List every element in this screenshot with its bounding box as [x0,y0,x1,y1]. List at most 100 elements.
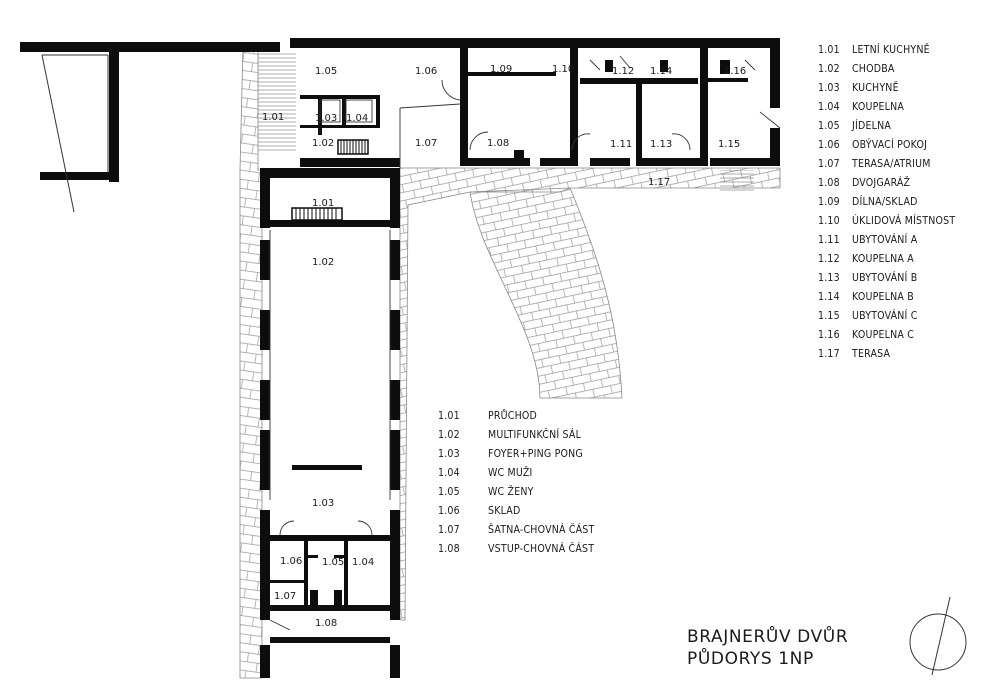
legend-room-number: 1.03 [818,82,840,94]
legend-row: 1.08 DVOJGARÁŽ [818,174,955,193]
room-label: 1.14 [650,66,672,77]
room-label: 1.15 [718,139,740,150]
legend-room-name: TERASA/ATRIUM [852,158,931,170]
room-label: 1.13 [650,139,672,150]
room-label: 1.06 [280,556,302,567]
room-label: 1.04 [352,557,374,568]
legend-room-name: DÍLNA/SKLAD [852,196,918,208]
legend-room-number: 1.11 [818,234,840,246]
room-label: 1.08 [315,618,337,629]
legend-room-number: 1.15 [818,310,840,322]
legend-room-number: 1.13 [818,272,840,284]
legend-row: 1.15 UBYTOVÁNÍ C [818,307,955,326]
paving-courtyard [399,167,781,621]
legend-row: 1.16 KOUPELNA C [818,326,955,345]
legend-room-number: 1.05 [438,486,460,498]
legend-room-name: JÍDELNA [852,120,891,132]
legend-row: 1.03 KUCHYNĚ [818,79,955,98]
south-wing-walls [260,168,400,678]
legend-row: 1.09 DÍLNA/SKLAD [818,193,955,212]
room-label: 1.17 [648,177,670,188]
room-label: 1.08 [487,138,509,149]
room-labels-south: 1.01 1.02 1.03 1.04 1.05 1.06 1.07 1.08 [274,198,374,629]
legend-row: 1.12 KOUPELNA A [818,250,955,269]
legend-room-name: LETNÍ KUCHYNĚ [852,44,930,56]
legend-room-name: ÚKLIDOVÁ MÍSTNOST [852,215,956,227]
legend-room-number: 1.01 [818,44,840,56]
legend-room-number: 1.10 [818,215,840,227]
room-label: 1.03 [312,498,334,509]
legend-room-number: 1.09 [818,196,840,208]
room-label: 1.01 [312,198,334,209]
legend-room-number: 1.02 [438,429,460,441]
room-label: 1.03 [315,113,337,124]
legend-row: 1.10 ÚKLIDOVÁ MÍSTNOST [818,212,955,231]
room-label: 1.07 [415,138,437,149]
legend-room-number: 1.01 [438,410,460,422]
room-label: 1.11 [610,139,632,150]
legend-room-name: ŠATNA-CHOVNÁ ČÁST [488,524,595,536]
legend-row: 1.05 JÍDELNA [818,117,955,136]
legend-room-name: WC ŽENY [488,486,534,498]
legend-room-name: MULTIFUNKČNÍ SÁL [488,429,582,441]
title-line-1: BRAJNERŮV DVŮR [687,627,849,647]
legend-room-name: KUCHYNĚ [852,82,899,94]
legend-row: 1.01 LETNÍ KUCHYNĚ [818,41,955,60]
stair-102 [337,139,369,155]
north-wing-thin-lines [319,55,781,168]
room-label: 1.09 [490,64,512,75]
legend-room-number: 1.12 [818,253,840,265]
legend-room-number: 1.05 [818,120,840,132]
legend-room-name: FOYER+PING PONG [488,448,583,460]
legend-room-number: 1.02 [818,63,840,75]
room-label: 1.01 [262,112,284,123]
legend-room-number: 1.08 [818,177,840,189]
legend-room-name: UBYTOVÁNÍ A [852,234,918,246]
title-line-2: PŮDORYS 1NP [687,649,814,669]
room-labels-east: 1.01 1.02 1.03 1.04 1.05 1.06 1.07 1.08 … [262,64,746,188]
room-label: 1.02 [312,257,334,268]
legend-room-number: 1.08 [438,543,460,555]
south-wing-thin-lines [269,230,391,631]
room-label: 1.04 [346,113,368,124]
legend-room-number: 1.04 [438,467,460,479]
legend-row: 1.04 KOUPELNA [818,98,955,117]
legend-row: 1.07 ŠATNA-CHOVNÁ ČÁST [438,521,594,540]
legend-row: 1.11 UBYTOVÁNÍ A [818,231,955,250]
legend-room-number: 1.06 [438,505,460,517]
legend-room-name: WC MUŽI [488,467,533,479]
legend-room-name: OBÝVACÍ POKOJ [852,139,928,151]
legend-room-name: PRŮCHOD [488,410,537,422]
legend-room-number: 1.17 [818,348,840,360]
north-wing-walls [290,38,780,167]
legend-room-name: KOUPELNA A [852,253,914,265]
legend-row: 1.03 FOYER+PING PONG [438,445,594,464]
legend-room-name: VSTUP-CHOVNÁ ČÁST [488,543,595,555]
legend-south: 1.01 PRŮCHOD 1.02 MULTIFUNKČNÍ SÁL 1.03 FOYER… [438,407,594,559]
legend-row: 1.04 WC MUŽI [438,464,594,483]
room-label: 1.02 [312,138,334,149]
room-label: 1.12 [612,66,634,77]
legend-room-number: 1.03 [438,448,460,460]
legend-room-name: KOUPELNA B [852,291,914,303]
legend-room-name: DVOJGARÁŽ [852,177,911,189]
room-label: 1.16 [724,66,746,77]
room-label: 1.05 [315,66,337,77]
north-arrow [909,596,967,676]
legend-room-number: 1.07 [438,524,460,536]
stair-s101 [291,207,343,221]
room-label: 1.05 [322,557,344,568]
legend-room-number: 1.16 [818,329,840,341]
legend-room-number: 1.04 [818,101,840,113]
legend-room-name: KOUPELNA [852,101,905,113]
legend-row: 1.05 WC ŽENY [438,483,594,502]
legend-row: 1.01 PRŮCHOD [438,407,594,426]
legend-room-name: KOUPELNA C [852,329,915,341]
legend-room-name: UBYTOVÁNÍ C [852,310,918,322]
